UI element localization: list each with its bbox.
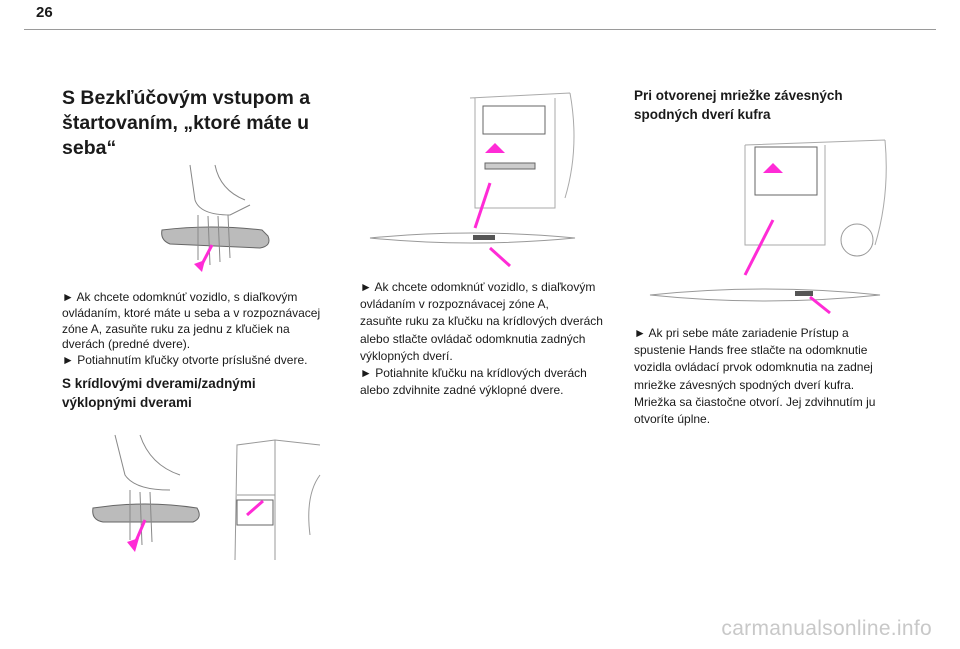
text-line: ► Ak chcete odomknúť vozidlo, s diaľkový…: [62, 290, 298, 304]
hand-rear-handle-illustration: [92, 434, 200, 552]
hand-door-handle-illustration: [161, 164, 270, 272]
text-line: ► Ak chcete odomknúť vozidlo, s diaľkový…: [360, 280, 596, 294]
text-line: alebo stlačte ovládač odomknutia zadných: [360, 331, 586, 346]
text-line: mriežke závesných spodných dverí kufra.: [634, 377, 855, 392]
instruction-paragraph: ► Ak chcete odomknúť vozidlo, s diaľkový…: [62, 290, 320, 369]
text-line: dverách (predné dvere).: [62, 337, 191, 352]
section-title: Pri otvorenej mriežke závesných spodných…: [634, 86, 843, 124]
title-line: seba“: [62, 137, 117, 159]
instruction-paragraph: ► Ak chcete odomknúť vozidlo, s diaľkový…: [360, 279, 603, 399]
text-line: zóne A, zasuňte ruku za jednu z kľučiek …: [62, 321, 290, 336]
title-line: Pri otvorenej mriežke závesných: [634, 88, 843, 103]
text-line: výklopných dverí.: [360, 348, 453, 363]
text-line: ► Ak pri sebe máte zariadenie Prístup a: [634, 326, 849, 340]
title-line: S Bezkľúčovým vstupom a: [62, 87, 311, 109]
instruction-paragraph: ► Ak pri sebe máte zariadenie Prístup a …: [634, 325, 875, 428]
title-line: štartovaním, „ktoré máte u: [62, 112, 310, 134]
page-number: 26: [36, 4, 53, 21]
title-line: spodných dverí kufra: [634, 107, 771, 122]
text-line: vozidla ovládací prvok odomknutia na zad…: [634, 360, 873, 375]
text-line: zasuňte ruku za kľučku na krídlových dve…: [360, 314, 603, 329]
text-line: otvoríte úplne.: [634, 412, 711, 427]
subsection-title: S krídlovými dverami/zadnými výklopnými …: [62, 374, 256, 412]
text-line: alebo zdvihnite zadné výklopné dvere.: [360, 383, 564, 398]
text-line: ► Potiahnite kľučku na krídlových dverác…: [360, 366, 587, 381]
text-line: ovládaním v rozpoznávacej zóne A,: [360, 297, 549, 312]
text-line: ► Potiahnutím kľučky otvorte príslušné d…: [62, 353, 308, 368]
text-line: ovládaním, ktoré máte u seba a v rozpozn…: [62, 305, 321, 320]
van-rear-doors-illustration: [234, 439, 321, 561]
van-tailgate-illustration: [369, 92, 576, 268]
text-line: spustenie Hands free stlačte na odomknut…: [634, 343, 868, 358]
title-line: S krídlovými dverami/zadnými: [62, 376, 256, 391]
header-divider: [24, 29, 936, 30]
rear-glass-hatch-illustration: [649, 139, 887, 315]
watermark: carmanualsonline.info: [721, 617, 932, 640]
section-title: S Bezkľúčovým vstupom a štartovaním, „kt…: [62, 86, 310, 161]
title-line: výklopnými dverami: [62, 395, 192, 410]
text-line: Mriežka sa čiastočne otvorí. Jej zdvihnu…: [634, 394, 876, 409]
